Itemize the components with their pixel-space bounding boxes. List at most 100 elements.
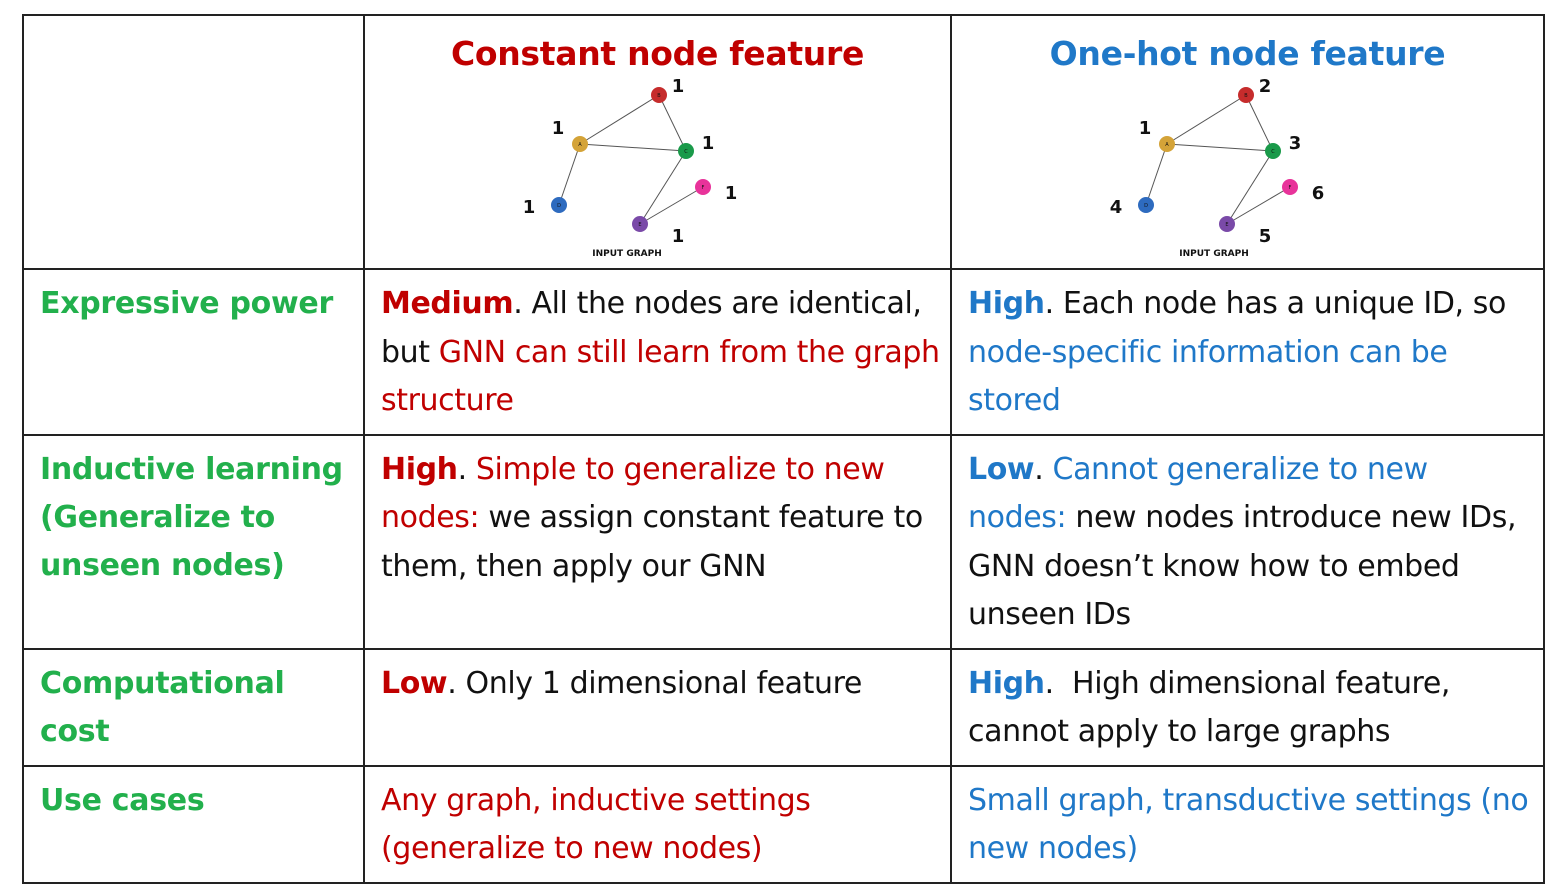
expressive-onehot-cell: High. Each node has a unique ID, so node… <box>950 268 1545 436</box>
inductive-onehot-cell: Low. Cannot generalize to new nodes: new… <box>950 433 1545 650</box>
cost-onehot-cell: High. High dimensional feature, cannot a… <box>950 647 1545 767</box>
inductive-onehot-body: new nodes introduce new IDs, GNN doesn’t… <box>968 500 1517 632</box>
use-cases-row: Use cases Any graph, inductive settings … <box>22 764 1545 884</box>
onehot-node-label-B: 2 <box>1259 76 1272 97</box>
expressive-constant-lead: Medium <box>381 286 514 321</box>
constant-node-label-C: 1 <box>702 133 715 154</box>
inductive-constant-text: High. Simple to generalize to new nodes:… <box>365 436 950 600</box>
constant-node-id-A: A <box>578 142 582 148</box>
onehot-node-feature-title: One-hot node feature <box>1049 34 1446 73</box>
constant-node-id-C: C <box>684 149 688 155</box>
constant-node-F <box>695 179 711 195</box>
constant-node-A <box>572 136 588 152</box>
expressive-constant-highlight: GNN can still learn from the graph struc… <box>381 334 940 419</box>
constant-node-E <box>632 216 648 232</box>
inductive-onehot-text: Low. Cannot generalize to new nodes: new… <box>952 436 1543 648</box>
constant-node-id-F: F <box>702 185 705 191</box>
usecases-constant-cell: Any graph, inductive settings (generaliz… <box>363 764 952 884</box>
onehot-node-id-A: A <box>1165 142 1169 148</box>
constant-edge-AB <box>579 94 660 145</box>
inductive-learning-label-cell: Inductive learning (Generalize to unseen… <box>22 433 365 650</box>
use-cases-label: Use cases <box>40 782 205 818</box>
constant-node-label-D: 1 <box>523 197 536 218</box>
constant-node-id-E: E <box>638 222 641 228</box>
computational-cost-label-cell: Computational cost <box>22 647 365 767</box>
constant-node-label-A: 1 <box>552 118 565 139</box>
onehot-edge-AC <box>1166 143 1274 152</box>
inductive-learning-label: Inductive learning (Generalize to unseen… <box>24 436 363 598</box>
onehot-node-id-E: E <box>1225 222 1228 228</box>
inductive-constant-highlight: Simple to generalize to new nodes: <box>381 451 885 536</box>
cost-constant-text: Low. Only 1 dimensional feature <box>365 650 950 717</box>
constant-edge-BC <box>658 94 687 152</box>
onehot-node-id-B: B <box>1244 93 1248 99</box>
constant-node-id-D: D <box>557 203 561 209</box>
cost-onehot-text: High. High dimensional feature, cannot a… <box>952 650 1543 765</box>
onehot-edge-BC <box>1245 94 1274 152</box>
constant-node-label-E: 1 <box>672 226 685 247</box>
usecases-onehot-text: Small graph, transductive settings (no n… <box>968 782 1529 867</box>
constant-node-label-B: 1 <box>672 76 685 97</box>
onehot-node-label-F: 6 <box>1312 183 1325 204</box>
onehot-edge-CE <box>1226 150 1274 225</box>
inductive-constant-body: we assign constant feature to them, then… <box>381 500 923 584</box>
inductive-onehot-lead: Low <box>968 451 1035 487</box>
onehot-edge-EF <box>1226 186 1291 225</box>
usecases-onehot-cell: Small graph, transductive settings (no n… <box>950 764 1545 884</box>
expressive-onehot-lead: High <box>968 286 1045 321</box>
onehot-node-A <box>1159 136 1175 152</box>
constant-edge-CE <box>639 150 687 225</box>
onehot-node-label-A: 1 <box>1139 118 1152 139</box>
constant-node-label-F: 1 <box>725 183 738 204</box>
onehot-node-id-C: C <box>1271 149 1275 155</box>
onehot-node-B <box>1238 87 1254 103</box>
cost-constant-lead: Low <box>381 665 448 701</box>
inductive-learning-row: Inductive learning (Generalize to unseen… <box>22 433 1545 650</box>
expressive-constant-cell: Medium. All the nodes are identical, but… <box>363 268 952 436</box>
computational-cost-label: Computational cost <box>40 665 285 749</box>
inductive-label-line1: Inductive learning <box>40 451 343 487</box>
constant-node-id-B: B <box>657 93 661 99</box>
inductive-constant-cell: High. Simple to generalize to new nodes:… <box>363 433 952 650</box>
onehot-node-D <box>1138 197 1154 213</box>
onehot-graph-caption: INPUT GRAPH <box>1179 249 1248 259</box>
constant-node-feature-title: Constant node feature <box>450 34 865 73</box>
onehot-node-label-C: 3 <box>1289 133 1302 154</box>
expressive-power-label-cell: Expressive power <box>22 268 365 436</box>
onehot-node-E <box>1219 216 1235 232</box>
inductive-constant-lead: High <box>381 451 458 487</box>
computational-cost-row: Computational cost Low. Only 1 dimension… <box>22 647 1545 767</box>
inductive-onehot-highlight: Cannot generalize to new nodes: <box>968 451 1428 536</box>
constant-edge-AC <box>579 143 687 152</box>
constant-node-C <box>678 143 694 159</box>
onehot-node-C <box>1265 143 1281 159</box>
onehot-node-F <box>1282 179 1298 195</box>
onehot-edge-AD <box>1145 143 1168 206</box>
cost-onehot-body: . High dimensional feature, cannot apply… <box>968 665 1460 750</box>
usecases-constant-text: Any graph, inductive settings (generaliz… <box>381 782 811 867</box>
expressive-onehot-highlight: node-specific information can be stored <box>968 334 1448 419</box>
cost-constant-cell: Low. Only 1 dimensional feature <box>363 647 952 767</box>
expressive-power-label: Expressive power <box>40 286 333 321</box>
inductive-onehot-dot: . <box>1034 451 1053 487</box>
onehot-node-label-D: 4 <box>1110 197 1123 218</box>
constant-node-B <box>651 87 667 103</box>
header-empty-cell <box>22 14 365 270</box>
expressive-onehot-text: High. Each node has a unique ID, so node… <box>952 270 1543 434</box>
expressive-constant-body: . All the nodes are identical, but <box>381 286 922 370</box>
cost-onehot-lead: High <box>968 665 1045 701</box>
use-cases-label-cell: Use cases <box>22 764 365 884</box>
constant-graph-caption: INPUT GRAPH <box>592 249 661 259</box>
onehot-node-id-F: F <box>1289 185 1292 191</box>
expressive-constant-text: Medium. All the nodes are identical, but… <box>365 270 950 434</box>
inductive-constant-dot: . <box>457 451 476 487</box>
expressive-power-row: Expressive power Medium. All the nodes a… <box>22 268 1545 436</box>
constant-edge-EF <box>639 186 704 225</box>
onehot-node-id-D: D <box>1144 203 1148 209</box>
